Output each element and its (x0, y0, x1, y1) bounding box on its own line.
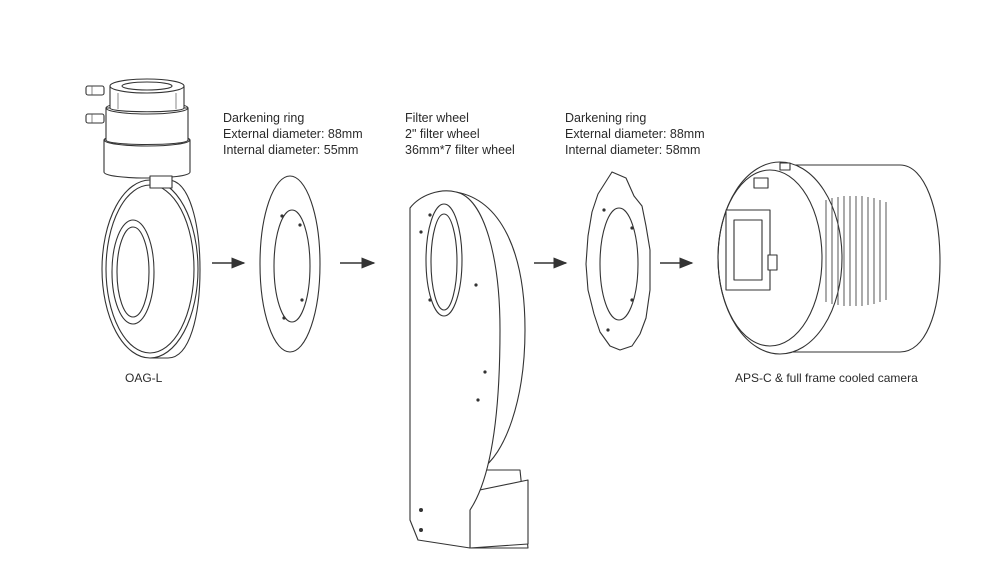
filter-wheel-line3: 36mm*7 filter wheel (405, 143, 515, 157)
camera-illustration (717, 161, 941, 355)
darkening-ring-1-illustration (259, 175, 321, 353)
oag-illustration (85, 78, 201, 359)
filter-wheel-title: Filter wheel (405, 111, 469, 125)
ring2-internal: Internal diameter: 58mm (565, 143, 701, 157)
filter-wheel-line2: 2" filter wheel (405, 127, 480, 141)
oag-caption: OAG-L (125, 371, 163, 385)
camera-caption: APS-C & full frame cooled camera (735, 371, 918, 385)
ring2-title: Darkening ring (565, 111, 647, 125)
darkening-ring-2-illustration (585, 171, 651, 351)
ring2-external: External diameter: 88mm (565, 127, 705, 141)
ring1-internal: Internal diameter: 55mm (223, 143, 359, 157)
ring1-external: External diameter: 88mm (223, 127, 363, 141)
filter-wheel-label: Filter wheel 2" filter wheel 36mm*7 filt… (405, 110, 515, 158)
ring1-label: Darkening ring External diameter: 88mm I… (223, 110, 363, 158)
ring2-label: Darkening ring External diameter: 88mm I… (565, 110, 705, 158)
filter-wheel-illustration (409, 190, 529, 549)
ring1-title: Darkening ring (223, 111, 305, 125)
